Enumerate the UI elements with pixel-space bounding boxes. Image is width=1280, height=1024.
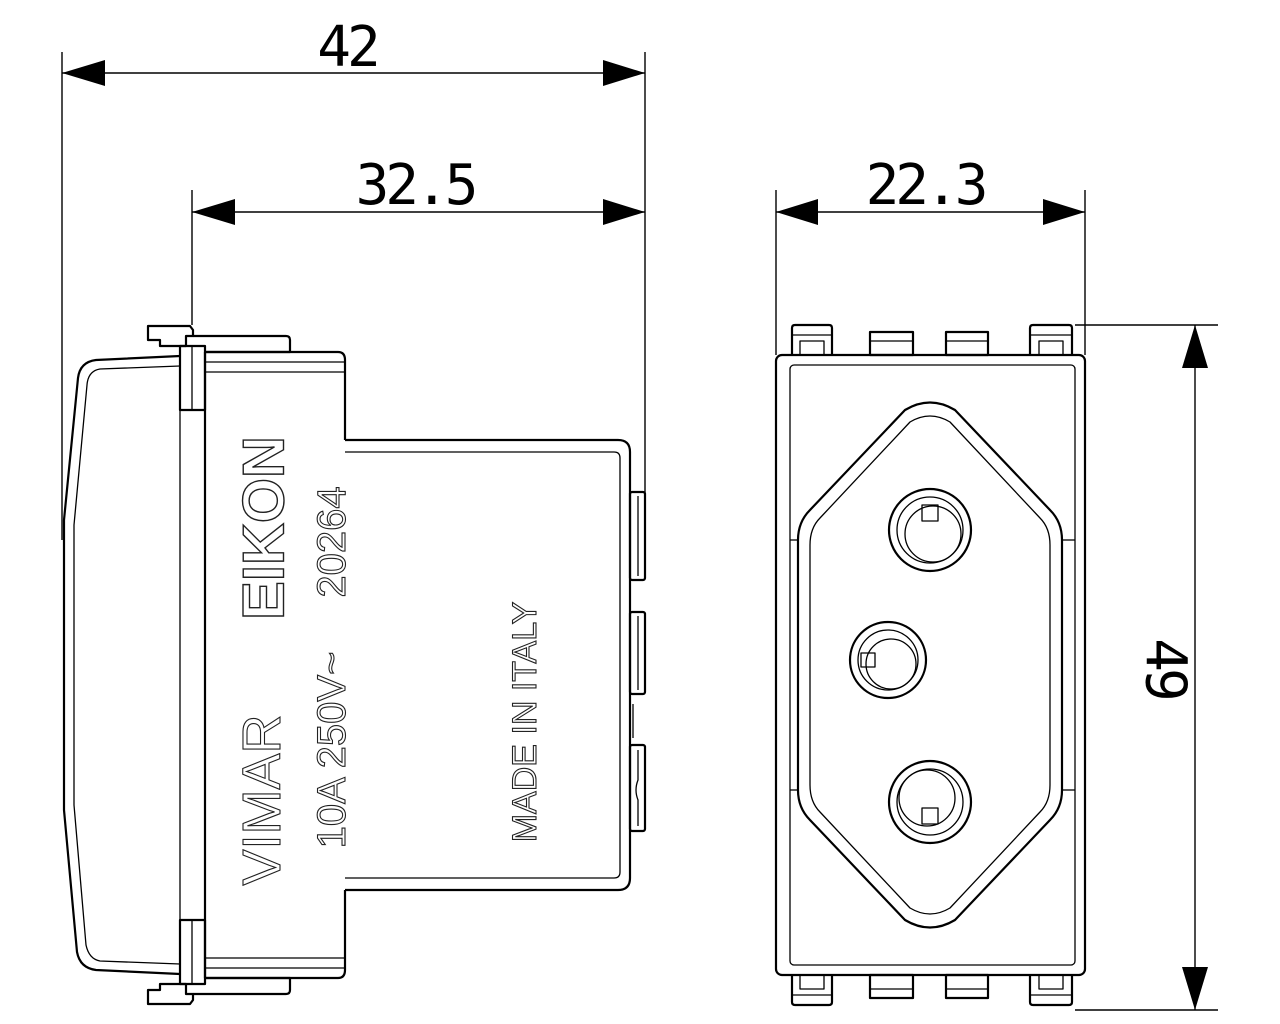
dimension-width: 22.3 (775, 153, 1086, 355)
arrow-bottom (1182, 967, 1208, 1010)
dimension-value-overall-depth: 42 (317, 15, 376, 80)
top-tab-slot (1038, 340, 1064, 356)
socket-recess-inner (809, 415, 1051, 915)
article-code-marking: 20264 (310, 486, 354, 597)
top-tab-center-left (868, 330, 915, 357)
pin-hole-bottom (887, 759, 973, 845)
bottom-tab-corner-left (790, 975, 834, 1007)
bottom-tab-slot (799, 974, 825, 990)
terminal-tab (628, 743, 647, 833)
top-tab-slot (799, 340, 825, 356)
brand-marking: VIMAR (232, 714, 292, 885)
front-view (774, 323, 1087, 1007)
pin-hole-depth (865, 638, 917, 690)
top-tab-center-right (944, 330, 990, 357)
front-cover-inner-edge (73, 365, 181, 965)
arrow-left (192, 199, 235, 225)
terminal-tab-inner (635, 750, 639, 826)
pin-hole-outer (887, 759, 973, 845)
pin-hole-outer (848, 620, 928, 700)
arrow-left (62, 60, 105, 86)
pin-hole-inner (896, 768, 964, 836)
bottom-tab-center-left (868, 973, 915, 1000)
series-marking: EIKON (232, 436, 297, 620)
pin-contact (921, 504, 939, 522)
terminal-tab (628, 490, 647, 582)
dimension-overall-depth: 42 (61, 15, 646, 540)
socket-recess-outer (796, 401, 1064, 929)
arrow-left (776, 199, 818, 225)
dimension-value-body-depth: 32.5 (356, 153, 475, 218)
origin-marking: MADE IN ITALY (506, 602, 544, 843)
rear-body-outline (345, 438, 632, 892)
dimension-body-depth: 32.5 (191, 153, 645, 325)
front-cover-outline (62, 354, 181, 976)
pin-hole-outer (887, 487, 973, 573)
arrow-top (1182, 325, 1208, 368)
rating-marking: 10A 250V~ (310, 652, 354, 849)
pin-hole-inner (857, 629, 919, 691)
terminal-tab (628, 610, 647, 696)
dimension-value-width: 22.3 (866, 153, 985, 218)
bottom-tab-slot (1038, 974, 1064, 990)
rear-body-inner-edge (345, 451, 621, 879)
dimension-value-height: 49 (1133, 638, 1198, 698)
arrow-right (1043, 199, 1085, 225)
bottom-tab-corner-right (1028, 975, 1074, 1007)
bottom-tab-center-right (944, 973, 990, 1000)
front-frame-outer (774, 353, 1087, 977)
arrow-right (603, 60, 645, 86)
pin-hole-depth (904, 505, 962, 563)
dimension-height: 49 (1075, 324, 1218, 1011)
top-clip-head (146, 324, 195, 348)
pin-hole-depth (898, 769, 956, 827)
top-tab-corner-left (790, 323, 834, 355)
front-frame-inner (789, 364, 1076, 966)
pin-hole-middle (848, 620, 928, 700)
pin-hole-top (887, 487, 973, 573)
bottom-clip-head (146, 982, 195, 1006)
side-view: VIMAR EIKON 10A 250V~ 20264 MADE IN ITAL… (62, 324, 647, 1006)
top-clip-bar (193, 334, 292, 354)
arrow-right (603, 199, 645, 225)
body-plate-bottom (205, 890, 347, 980)
pin-hole-inner (896, 496, 964, 564)
pin-contact (921, 807, 939, 825)
top-tab-corner-right (1028, 323, 1074, 355)
pin-contact (860, 652, 876, 668)
body-plate-top (205, 350, 347, 440)
bottom-clip-bar (193, 976, 292, 996)
